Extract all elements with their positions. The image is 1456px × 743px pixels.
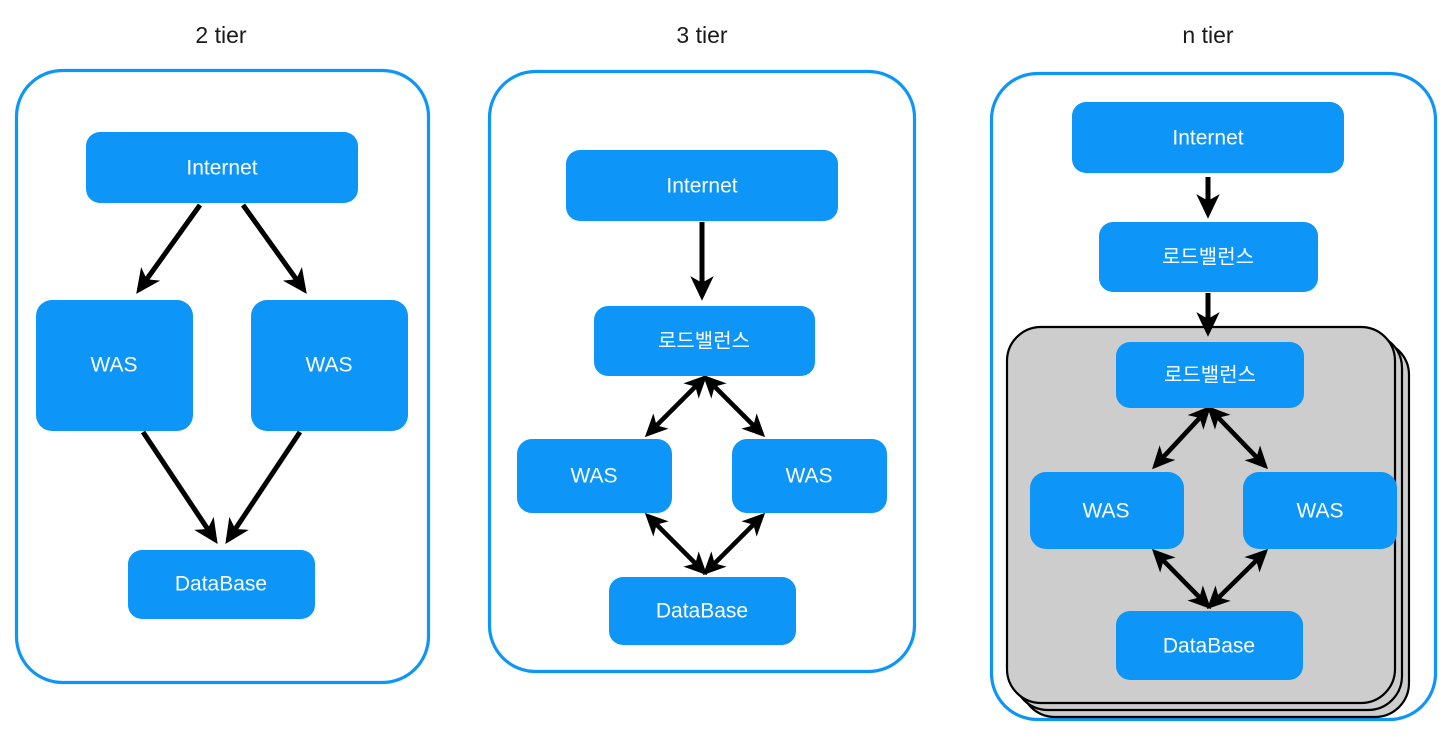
node-label: DataBase xyxy=(656,600,748,623)
node-internet-n-tier[interactable]: Internet xyxy=(1072,102,1344,173)
panel-title-n-tier: n tier xyxy=(1182,22,1233,48)
node-label: Internet xyxy=(1172,127,1243,150)
node-box xyxy=(1116,342,1304,408)
node-label: WAS xyxy=(1296,500,1343,523)
node-box xyxy=(128,550,315,619)
node-box xyxy=(1072,102,1344,173)
edge-was-left-to-database xyxy=(140,430,218,544)
edge-database-to-was-left xyxy=(644,512,708,576)
node-internet-three-tier[interactable]: Internet xyxy=(566,150,838,221)
node-was-right-two-tier[interactable]: WAS xyxy=(251,300,408,431)
edge-load-balancer-inner-to-was-right xyxy=(1206,405,1269,470)
node-box xyxy=(517,439,672,513)
node-box xyxy=(566,150,838,221)
edge-internet-to-was-right xyxy=(240,203,307,294)
node-box xyxy=(594,306,815,376)
panel-title-two-tier: 2 tier xyxy=(195,22,246,48)
node-database-three-tier[interactable]: DataBase xyxy=(609,577,796,645)
node-box xyxy=(732,439,887,513)
edge-database-to-was-left xyxy=(1151,548,1212,610)
node-database-two-tier[interactable]: DataBase xyxy=(128,550,315,619)
node-label: WAS xyxy=(90,354,137,377)
node-label: DataBase xyxy=(175,573,267,596)
node-was-right-three-tier[interactable]: WAS xyxy=(732,439,887,513)
node-load-balancer-three-tier[interactable]: 로드밸런스 xyxy=(594,306,815,376)
node-box xyxy=(1099,222,1318,292)
node-internet-two-tier[interactable]: Internet xyxy=(86,132,358,203)
node-was-left-two-tier[interactable]: WAS xyxy=(36,300,193,431)
node-label: DataBase xyxy=(1163,635,1255,658)
node-label: 로드밸런스 xyxy=(1164,363,1256,386)
node-label: 로드밸런스 xyxy=(1162,245,1254,268)
node-box xyxy=(1116,611,1303,680)
node-label: WAS xyxy=(785,465,832,488)
node-database-n-tier[interactable]: DataBase xyxy=(1116,611,1303,680)
edge-internet-to-was-left xyxy=(136,203,203,294)
edge-load-balancer-inner-to-was-left xyxy=(1152,405,1211,470)
panel-title-three-tier: 3 tier xyxy=(676,22,727,48)
node-box xyxy=(251,300,408,431)
edge-was-right-to-database xyxy=(225,430,303,544)
node-was-left-n-tier[interactable]: WAS xyxy=(1030,472,1184,549)
node-label: WAS xyxy=(570,465,617,488)
node-load-balancer-outer-n-tier[interactable]: 로드밸런스 xyxy=(1099,222,1318,292)
node-box xyxy=(1030,472,1184,549)
panel-two-tier: 2 tier Internet WAS WAS DataBase xyxy=(14,22,431,685)
edge-database-to-was-right xyxy=(1206,548,1269,610)
node-was-right-n-tier[interactable]: WAS xyxy=(1243,472,1397,549)
edge-database-to-was-right xyxy=(702,512,766,576)
node-box xyxy=(1243,472,1397,549)
node-box xyxy=(86,132,358,203)
panel-three-tier: 3 tier Internet 로드밸런스 WAS WAS xyxy=(487,22,917,674)
node-box xyxy=(36,300,193,431)
node-label: WAS xyxy=(305,354,352,377)
node-label: Internet xyxy=(666,175,737,198)
edge-load-balancer-to-was-right xyxy=(702,374,766,438)
node-load-balancer-inner-n-tier[interactable]: 로드밸런스 xyxy=(1116,342,1304,408)
panel-n-tier: n tier Internet 로드밸런스 로드밸런스 xyxy=(989,22,1438,722)
node-box xyxy=(609,577,796,645)
node-label: Internet xyxy=(186,157,257,180)
node-label: 로드밸런스 xyxy=(658,329,750,352)
node-was-left-three-tier[interactable]: WAS xyxy=(517,439,672,513)
panel-frame-two-tier xyxy=(14,68,431,685)
edge-load-balancer-to-was-left xyxy=(644,374,708,438)
node-label: WAS xyxy=(1082,500,1129,523)
